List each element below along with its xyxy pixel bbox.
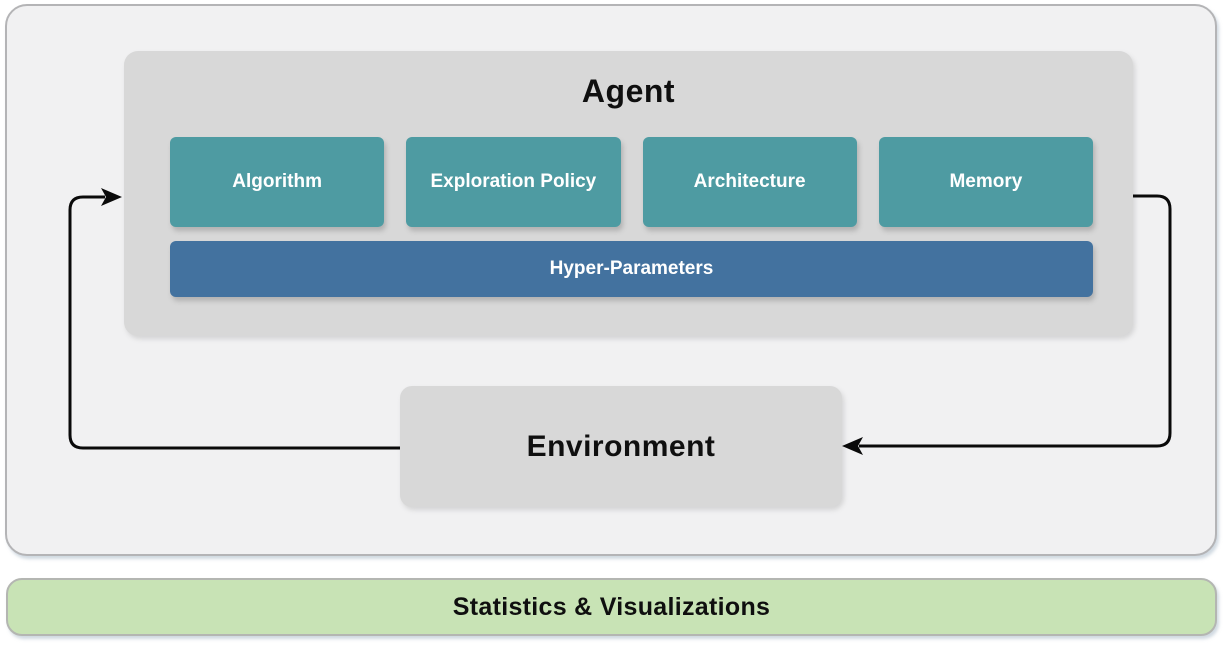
statistics-visualizations-bar: Statistics & Visualizations <box>6 578 1217 636</box>
hyper-parameters-bar: Hyper-Parameters <box>170 241 1093 297</box>
component-label: Exploration Policy <box>430 171 597 192</box>
component-box-algorithm: Algorithm <box>170 137 385 227</box>
component-label: Algorithm <box>232 171 322 192</box>
component-label: Architecture <box>693 171 806 192</box>
hyper-parameters-label: Hyper-Parameters <box>549 258 714 279</box>
component-box-memory: Memory <box>878 137 1093 227</box>
agent-components-row: Algorithm Exploration Policy Architectur… <box>170 137 1093 227</box>
component-label: Memory <box>949 171 1023 192</box>
environment-title: Environment <box>526 429 716 463</box>
agent-box: Agent Algorithm Exploration Policy Archi… <box>124 51 1133 336</box>
statistics-visualizations-label: Statistics & Visualizations <box>452 592 771 621</box>
agent-title: Agent <box>581 73 676 109</box>
component-box-exploration-policy: Exploration Policy <box>406 137 621 227</box>
component-box-architecture: Architecture <box>642 137 857 227</box>
environment-box: Environment <box>400 386 842 507</box>
